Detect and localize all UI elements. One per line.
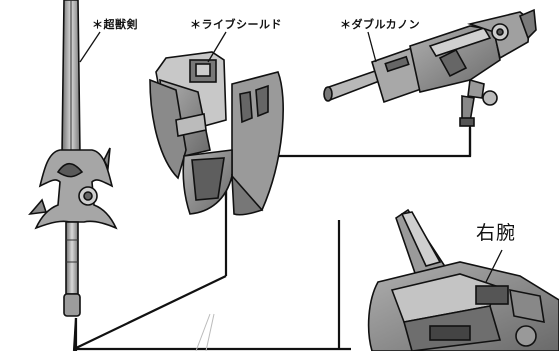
right-arm-label: 右腕 <box>476 222 517 244</box>
sword-leader-line <box>79 31 101 63</box>
shield-label: ＊ライブシールド <box>190 18 282 31</box>
cannon-leader-line <box>367 31 377 63</box>
arm-leader-line <box>485 249 503 283</box>
right-arm-illustration <box>367 208 559 352</box>
sword-label: ＊超獣剣 <box>92 18 138 31</box>
sword-illustration <box>28 0 118 317</box>
guide-lines <box>195 313 215 352</box>
cannon-label: ＊ダブルカノン <box>340 18 421 31</box>
cannon-illustration <box>323 8 537 127</box>
shield-leader-line <box>207 31 227 63</box>
shield-illustration <box>149 51 284 216</box>
